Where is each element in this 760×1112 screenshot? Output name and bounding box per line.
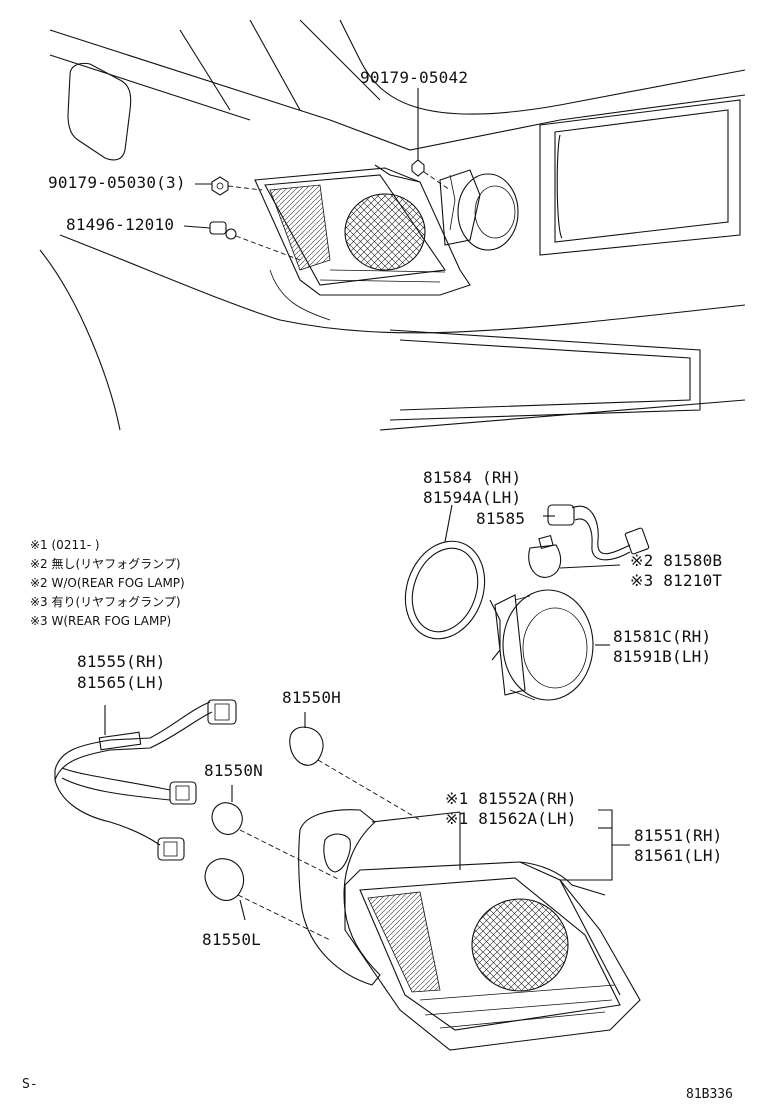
socket-low-icon [157,837,185,861]
note-line-3: ※2 W/O(REAR FOG LAMP) [30,576,185,590]
note-line-5: ※3 W(REAR FOG LAMP) [30,614,171,628]
part-label-81550n: 81550N [204,761,263,780]
part-label-81551-rh: 81551(RH) [634,826,723,845]
tail-lamp-housing [298,809,641,1051]
note-line-2: ※2 無し(リヤフォグランプ) [30,556,181,571]
part-label-81584-rh: 81584 (RH) [423,468,521,487]
leader-lines-top [183,88,451,261]
diagram-id: 81B336 [686,1087,733,1102]
wire-harness [54,701,213,846]
part-label-81496-12010: 81496-12010 [66,215,174,234]
part-label-81594a-lh: 81594A(LH) [423,488,521,507]
clip-icon [209,221,237,240]
part-label-81555-rh: 81555(RH) [77,652,166,671]
part-label-81550l: 81550L [202,930,261,949]
part-label-81561-lh: 81561(LH) [634,846,723,865]
part-label-81581c-rh: 81581C(RH) [613,627,711,646]
note-line-1: ※1 (0211- ) [30,538,100,552]
legend-notes: ※1 (0211- ) ※2 無し(リヤフォグランプ) ※2 W/O(REAR … [30,538,185,628]
socket-and-wire [547,504,650,561]
nut-small-icon [411,159,425,177]
gasket-ring [404,540,486,640]
leader-lines-mid [444,504,621,646]
socket-mid-icon [169,781,197,805]
part-label-81565-lh: 81565(LH) [77,673,166,692]
tail-lamp-top-view [254,164,471,296]
part-label-81550h: 81550H [282,688,341,707]
vehicle-body-drawing [39,19,746,431]
nut-icon [211,176,229,196]
part-label-81591b-lh: 81591B(LH) [613,647,711,666]
part-label-90179-05042: 90179-05042 [360,68,468,87]
bulb-81550h-icon [289,726,324,766]
bulb-81550l-icon [204,858,245,901]
socket-rh-icon [207,699,237,725]
rear-fog-lamp-top-view [439,169,519,251]
part-label-81562a-lh: ※1 81562A(LH) [445,809,577,828]
part-label-81585: 81585 [476,509,525,528]
bulb-81550n-icon [211,802,243,835]
note-line-4: ※3 有り(リヤフォグランプ) [30,595,181,609]
leader-lines-bottom [231,712,630,941]
fog-lamp-housing [489,589,594,701]
footer-left-code: S- [22,1077,38,1092]
part-label-81552a-rh: ※1 81552A(RH) [445,789,577,808]
bulb-icon [528,534,562,578]
part-label-81580b: ※2 81580B [630,551,722,570]
part-label-90179-05030: 90179-05030(3) [48,173,186,192]
part-label-81210t: ※3 81210T [630,571,722,590]
